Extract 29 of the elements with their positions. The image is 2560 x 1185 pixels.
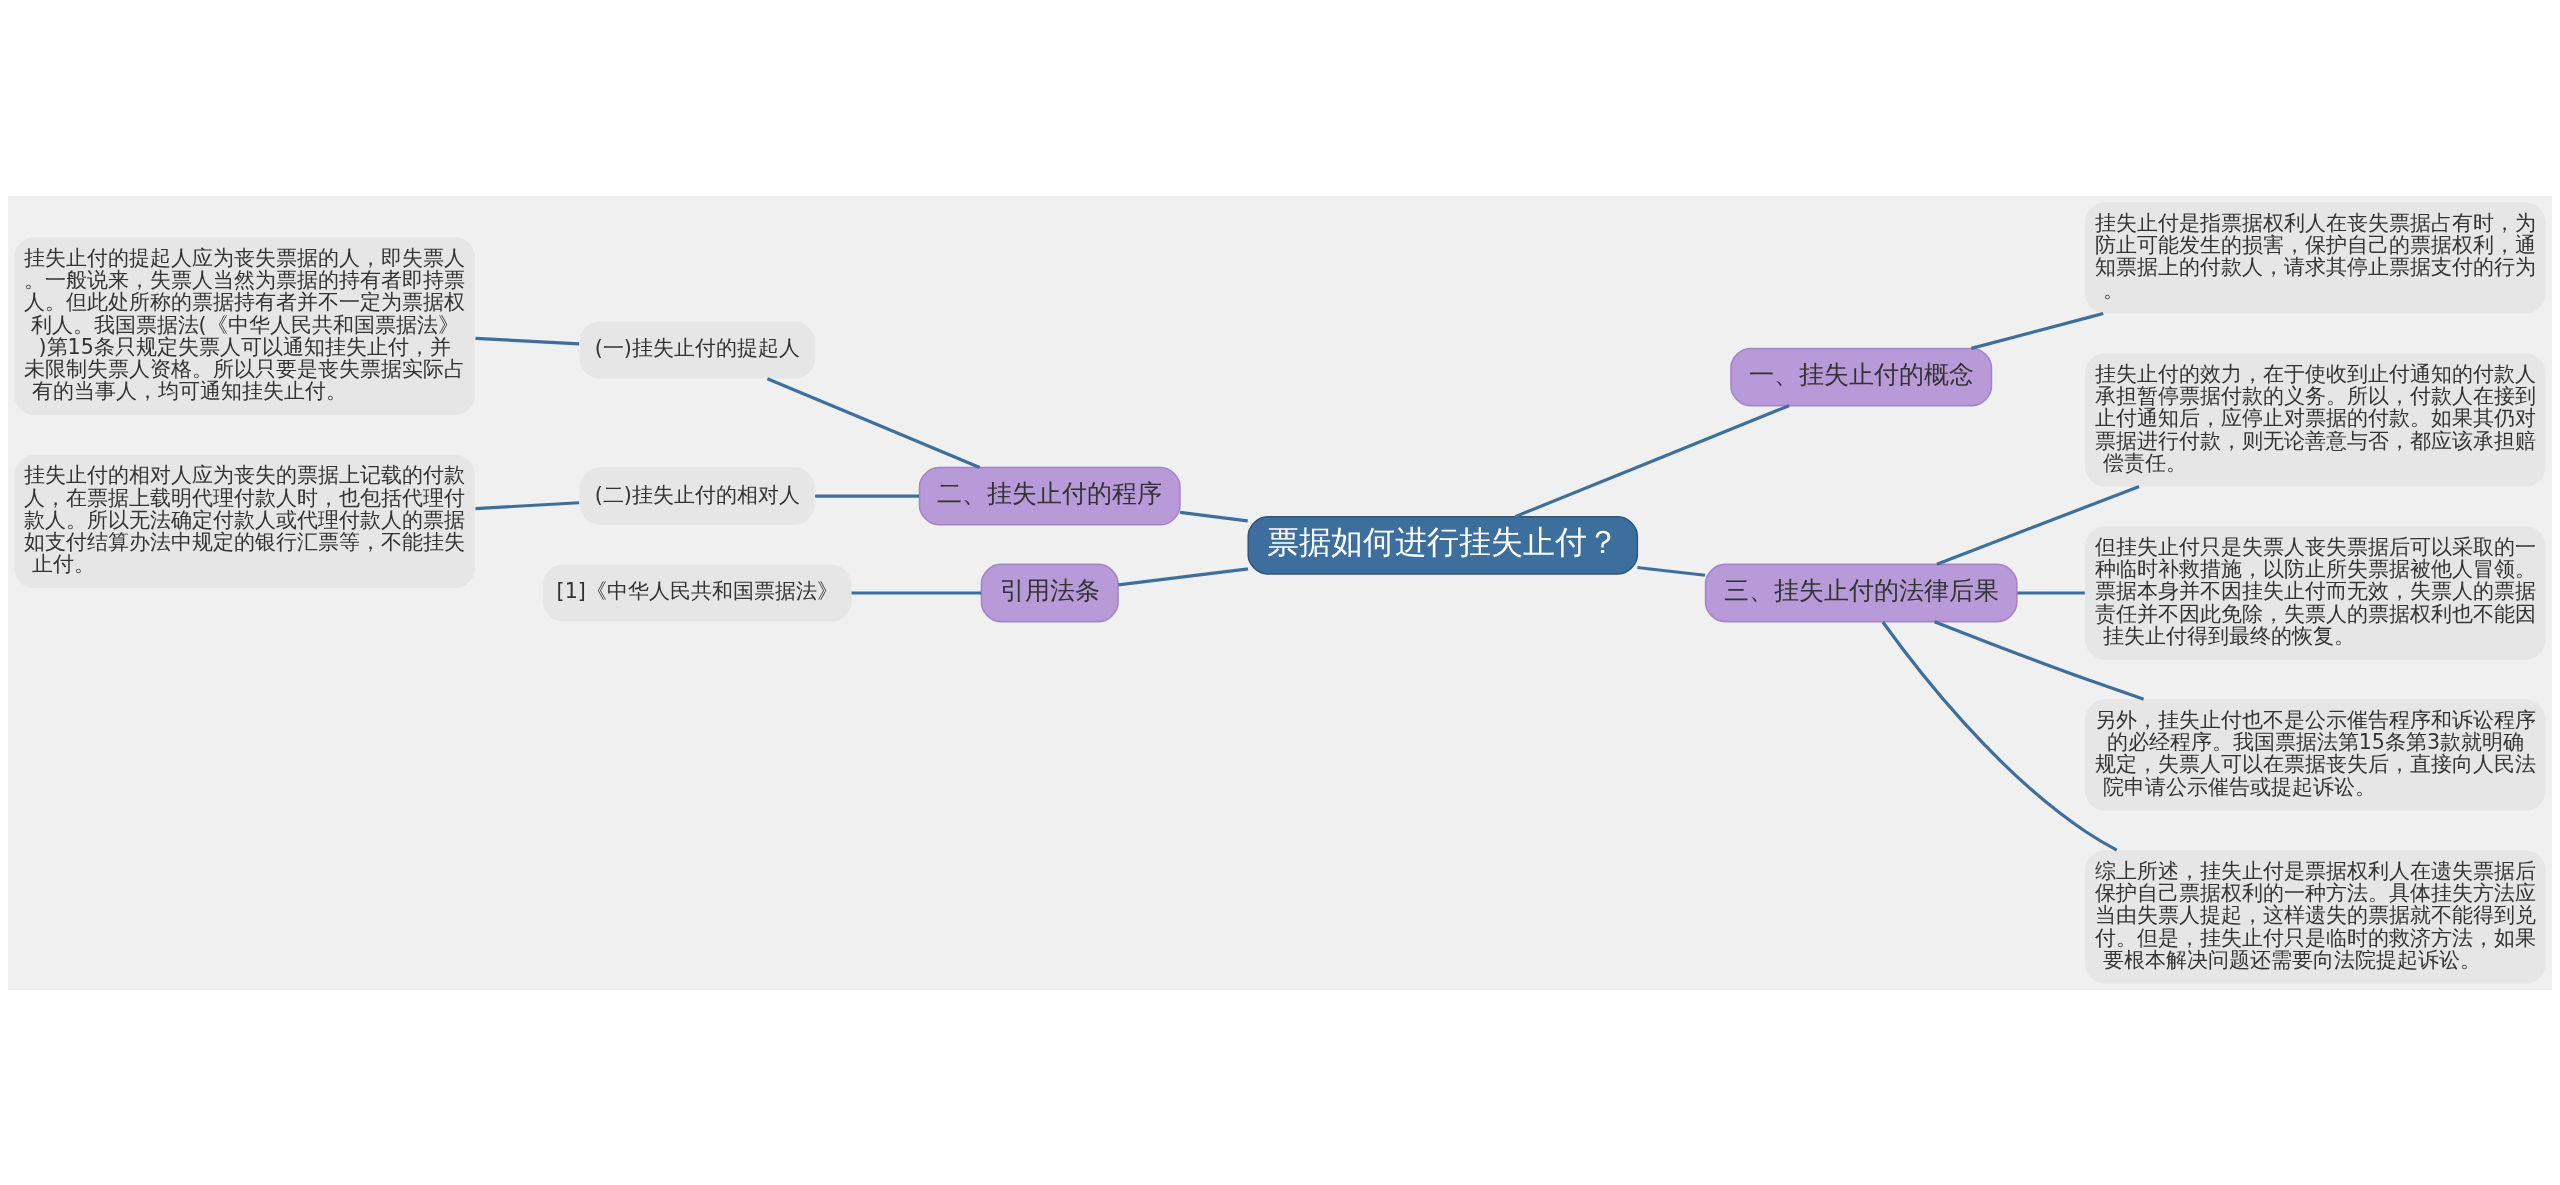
node-box: 挂失止付是指票据权利人在丧失票据占有时，为防止可能发生的损害，保护自己的票据权利，通知票据上的付款人，请求其停止票据支付的行为。 [2085, 201, 2546, 313]
connector [851, 590, 982, 595]
node-box: 一、挂失止付的概念 [1730, 347, 1993, 406]
connector [1936, 484, 2140, 566]
connector [1514, 403, 1790, 518]
node-box: 挂失止付的提起人应为丧失票据的人，即失票人。一般说来，失票人当然为票据的持有者即持票人。但此处所称的票据持有者并不一定为票据权利人。我国票据法(《中华人民共和国票据法》)第15条只规定失票人可以通知挂失止付，并未限制失票人资格。所以只要是丧失票据实际占有的当事人，均可通知挂失止付。 [14, 236, 475, 415]
node-box: (一)挂失止付的提起人 [579, 320, 815, 379]
connector [1881, 620, 2118, 851]
connector [475, 500, 580, 510]
node-box: 但挂失止付只是失票人丧失票据后可以采取的一种临时补救措施，以防止所失票据被他人冒领。票据本身并不因挂失止付而无效，失票人的票据责任并不因此免除，失票人的票据权利也不能因挂失止付得到最终的恢复。 [2085, 525, 2546, 660]
node-box: 挂失止付的相对人应为丧失的票据上记载的付款人，在票据上载明代理付款人时，也包括代理付款人。所以无法确定付款人或代理付款人的票据如支付结算办法中规定的银行汇票等，不能挂失止付。 [14, 454, 475, 588]
connector [815, 494, 920, 498]
connector [475, 336, 580, 345]
node-box: [1]《中华人民共和国票据法》 [543, 563, 852, 622]
node-box: 综上所述，挂失止付是票据权利人在遗失票据后保护自己票据权利的一种方法。具体挂失方法应当由失票人提起，这样遗失的票据就不能得到兑付。但是，挂失止付只是临时的救济方法，如果要根本解决问题还需要向法院提起诉讼。 [2085, 849, 2546, 984]
connector [766, 376, 981, 469]
node-box: 票据如何进行挂失止付？ [1247, 515, 1639, 575]
node-box: 三、挂失止付的法律后果 [1704, 563, 2018, 622]
node-box: (二)挂失止付的相对人 [579, 467, 815, 525]
connector [1971, 311, 2104, 350]
connector [1179, 510, 1248, 522]
node-box: 引用法条 [980, 563, 1119, 622]
connector [1637, 565, 1706, 577]
node-box: 另外，挂失止付也不是公示催告程序和诉讼程序的必经程序。我国票据法第15条第3款就明确规定，失票人可以在票据丧失后，直接向人民法院申请公示催告或提起诉讼。 [2085, 698, 2546, 811]
connector [2017, 590, 2085, 595]
connector [1934, 619, 2145, 701]
node-box: 挂失止付的效力，在于使收到止付通知的付款人承担暂停票据付款的义务。所以，付款人在接到止付通知后，应停止对票据的付款。如果其仍对票据进行付款，则无论善意与否，都应该承担赔偿责任。 [2085, 352, 2546, 487]
connector [1118, 566, 1249, 586]
node-box: 二、挂失止付的程序 [918, 466, 1181, 525]
